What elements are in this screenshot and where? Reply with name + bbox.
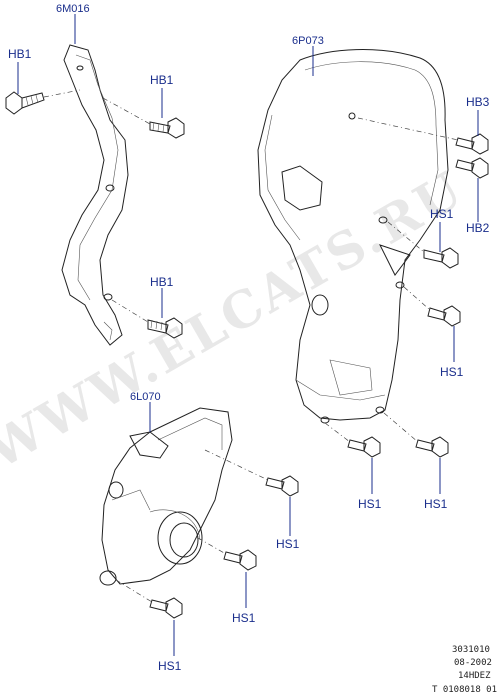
label-hb2: HB2 [466, 221, 490, 235]
bolt-hb1-bottom [147, 317, 183, 339]
cover-lower-6l070 [99, 407, 233, 586]
bolt-hs1-mid [427, 305, 461, 327]
watermark: WWW.ELCATS.RU [0, 159, 474, 481]
ref-line-2: 08-2002 [454, 658, 492, 668]
ref-line-3: 14HDEZ [458, 671, 491, 681]
label-hs1-cover-a: HS1 [276, 537, 300, 551]
bolt-hs1-upper [423, 247, 459, 269]
label-6m016: 6M016 [56, 3, 90, 15]
label-hs1-mid: HS1 [440, 365, 464, 379]
label-hb1-mid: HB1 [150, 73, 174, 87]
label-hs1-low-b: HS1 [424, 497, 448, 511]
bolt-hs1-cover-b [223, 549, 257, 571]
bolt-hs1-cover-c [149, 597, 183, 619]
bolt-hb1-left [5, 91, 45, 115]
label-6l070: 6L070 [130, 391, 161, 403]
bolt-hb2 [455, 157, 489, 179]
bracket-6m016 [61, 44, 129, 346]
bolt-hb3 [455, 133, 489, 155]
ref-line-1: 3031010 [452, 645, 490, 655]
label-hb3: HB3 [466, 95, 490, 109]
bolt-hs1-low-a [347, 436, 381, 458]
label-hs1-low-a: HS1 [358, 497, 382, 511]
bolt-hb1-mid [149, 117, 185, 139]
bolt-hs1-cover-a [265, 475, 299, 497]
label-hs1-upper: HS1 [430, 207, 454, 221]
ref-line-4: T 0108018 01 [432, 685, 497, 695]
label-hb1-left: HB1 [8, 47, 32, 61]
label-6p073: 6P073 [292, 35, 324, 47]
bolt-hs1-low-b [415, 436, 449, 458]
label-hs1-cover-c: HS1 [158, 659, 182, 673]
label-hs1-cover-b: HS1 [232, 611, 256, 625]
cover-upper-6p073 [257, 49, 449, 424]
label-hb1-bottom: HB1 [150, 275, 174, 289]
